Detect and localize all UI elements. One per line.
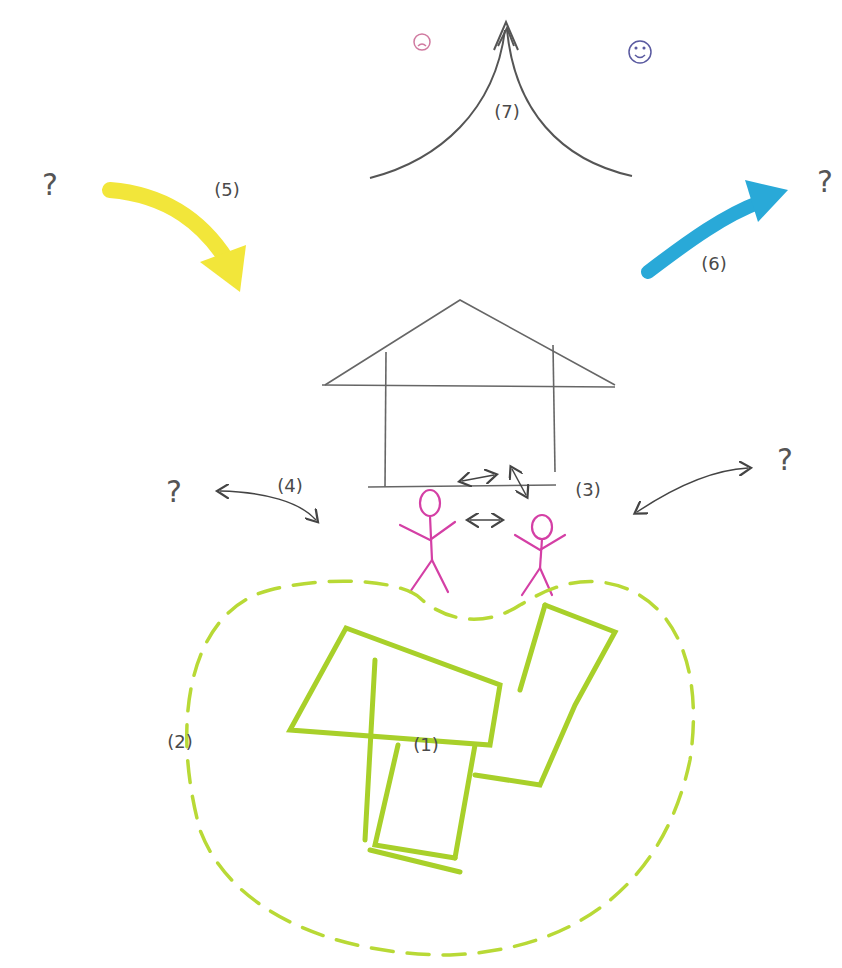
callout-number: (1) (413, 736, 439, 754)
sad-face (414, 34, 430, 50)
people (400, 490, 565, 595)
happy-face (629, 41, 651, 63)
callout-number: (2) (167, 733, 193, 751)
growth-peak (370, 22, 632, 178)
callout-number: (3) (575, 481, 601, 499)
house (322, 300, 615, 487)
dashed-boundary (187, 581, 694, 955)
callout-number: (5) (214, 181, 240, 199)
question-mark: ? (166, 477, 182, 507)
interaction-arrows (220, 468, 748, 520)
callout-number: (4) (277, 477, 303, 495)
question-mark: ? (42, 170, 58, 200)
outgoing-arrow (648, 180, 788, 272)
question-mark: ? (777, 445, 793, 475)
callout-number: (6) (701, 255, 727, 273)
question-mark: ? (817, 167, 833, 197)
incoming-arrow (110, 190, 246, 292)
building-blocks (290, 605, 615, 872)
callout-number: (7) (494, 103, 520, 121)
